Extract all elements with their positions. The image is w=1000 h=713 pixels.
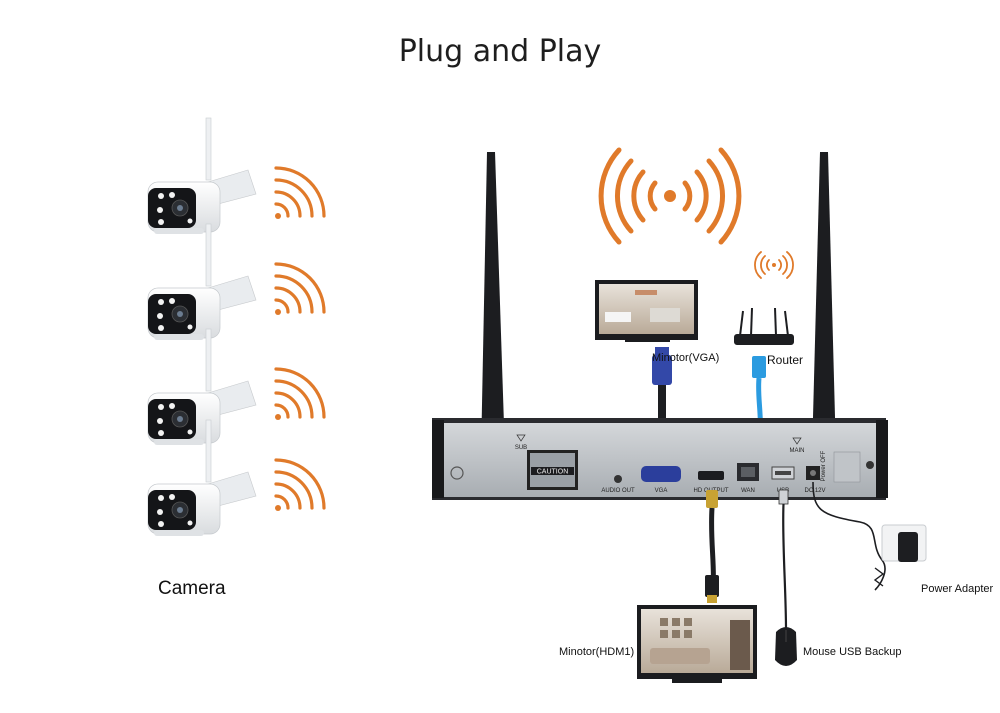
mouse-label: Mouse USB Backup: [803, 646, 902, 658]
dc12v-port-label: DC 12V: [804, 488, 825, 494]
monitor-hdmi-label: Minotor(HDM1): [559, 646, 635, 658]
sub-antenna-label: SUB: [515, 445, 527, 451]
vga-port-label: VGA: [655, 488, 668, 494]
router-label: Router: [767, 353, 804, 367]
camera-icon: [147, 117, 257, 537]
caution-label: CAUTION: [537, 469, 569, 476]
wifi-wave-icon: [273, 166, 326, 513]
main-antenna-label: MAIN: [790, 448, 805, 454]
power-off-label: Power OFF: [821, 450, 827, 481]
hdmi-cable: [705, 490, 719, 603]
power-adapter-icon: [812, 481, 927, 591]
audio-out-port-label: AUDIO OUT: [601, 488, 635, 494]
mouse-icon: [775, 489, 797, 666]
nvr-recorder: CAUTION AUDIO OUT VGA HD OUTPUT WAN USB …: [432, 418, 888, 500]
monitor-vga-icon: [595, 280, 698, 342]
page-title: Plug and Play: [398, 34, 602, 69]
camera-label: Camera: [158, 578, 226, 599]
router-icon: [734, 307, 794, 345]
power-adapter-label: Power Adapter: [921, 583, 994, 595]
monitor-vga-label: Minotor(VGA): [652, 352, 720, 364]
wan-port-label: WAN: [741, 488, 755, 494]
wifi-broadcast-icon: [598, 147, 742, 245]
monitor-hdmi-icon: [637, 605, 757, 683]
router-wifi-icon: [754, 251, 794, 279]
